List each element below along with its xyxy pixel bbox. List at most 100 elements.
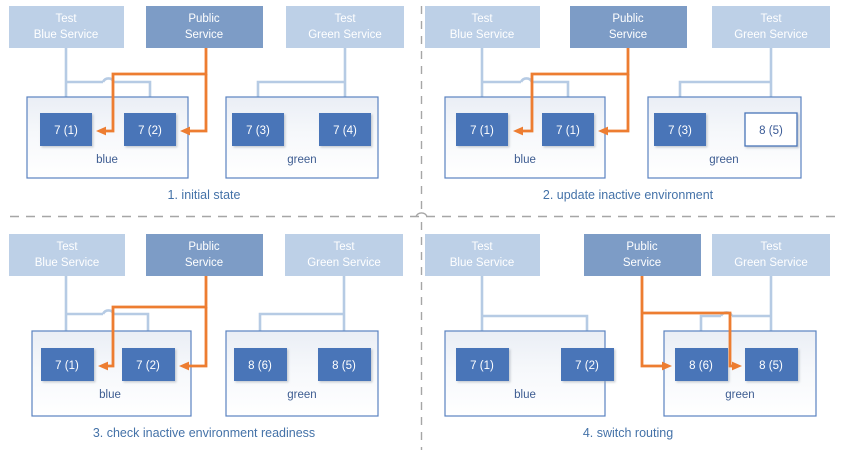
service-public-line1: Public — [188, 241, 220, 253]
node-green-2-label: 8 (5) — [332, 360, 356, 372]
service-test-blue-line1: Test — [56, 241, 78, 253]
panel-dividers — [10, 6, 838, 450]
service-test-green[interactable]: Test Green Service — [286, 6, 404, 48]
service-public-line2: Service — [623, 257, 661, 269]
environment-green-label: green — [287, 389, 316, 401]
public-routing-orange — [513, 48, 630, 136]
node-blue-2[interactable]: 7 (2) — [561, 348, 614, 381]
service-test-blue-line2: Blue Service — [450, 257, 515, 269]
node-blue-1[interactable]: 7 (1) — [456, 113, 508, 146]
service-public[interactable]: Public Service — [570, 6, 687, 48]
node-green-1[interactable]: 7 (3) — [232, 113, 284, 146]
node-blue-2-label: 7 (1) — [556, 125, 580, 137]
arrow-testgreen-to-node3 — [256, 312, 344, 343]
panel-1-caption: 1. initial state — [168, 188, 241, 202]
service-public-line1: Public — [188, 13, 220, 25]
test-blue-arrows — [478, 276, 591, 343]
orange-route-to-node1 — [98, 276, 208, 371]
node-blue-1-label: 7 (1) — [470, 360, 494, 372]
node-blue-1-label: 7 (1) — [470, 125, 494, 137]
node-blue-1-label: 7 (1) — [54, 125, 78, 137]
node-green-2[interactable]: 8 (5) — [744, 112, 798, 147]
node-blue-1[interactable]: 7 (1) — [41, 348, 94, 381]
node-green-2-label: 8 (5) — [759, 360, 783, 372]
service-public-line1: Public — [612, 13, 644, 25]
node-blue-2[interactable]: 7 (1) — [542, 113, 594, 146]
test-blue-arrows — [62, 276, 152, 343]
test-green-arrows — [697, 276, 775, 343]
service-test-green[interactable]: Test Green Service — [712, 6, 830, 48]
divider-crossover-hop — [415, 212, 428, 217]
service-test-green-line2: Green Service — [307, 257, 381, 269]
node-blue-1[interactable]: 7 (1) — [40, 113, 92, 146]
node-green-1-label: 7 (3) — [668, 125, 692, 137]
orange-route-to-node2 — [179, 307, 208, 371]
service-test-green[interactable]: Test Green Service — [285, 234, 403, 276]
service-public[interactable]: Public Service — [146, 6, 263, 48]
service-test-green[interactable]: Test Green Service — [712, 234, 830, 276]
service-test-blue-line1: Test — [55, 13, 77, 25]
panel-3: blue green 7 (1) 7 (2) 8 (6) 8 (5) — [9, 234, 403, 440]
node-green-2[interactable]: 7 (4) — [319, 113, 371, 146]
service-test-blue-line1: Test — [471, 241, 493, 253]
panel-3-caption: 3. check inactive environment readiness — [93, 426, 315, 440]
node-green-2[interactable]: 8 (5) — [745, 348, 798, 381]
panel-2: blue green 7 (1) 7 (1) 7 (3) 8 (5) — [425, 6, 830, 202]
service-test-blue-line1: Test — [471, 13, 493, 25]
test-green-arrows — [256, 276, 348, 343]
node-blue-1[interactable]: 7 (1) — [456, 348, 509, 381]
environment-blue-label: blue — [514, 389, 536, 401]
service-test-green-line1: Test — [760, 13, 782, 25]
environment-blue-label: blue — [514, 154, 536, 166]
node-green-1-label: 7 (3) — [246, 125, 270, 137]
node-blue-2-label: 7 (2) — [575, 360, 599, 372]
service-test-green-line2: Green Service — [734, 29, 808, 41]
service-public[interactable]: Public Service — [146, 234, 263, 276]
arrow-testblue-to-node2-tail — [114, 312, 152, 343]
service-test-blue[interactable]: Test Blue Service — [425, 6, 540, 48]
orange-route-to-node1 — [96, 48, 208, 136]
service-public-line2: Service — [609, 29, 647, 41]
node-blue-2[interactable]: 7 (2) — [124, 113, 176, 146]
service-public-line1: Public — [626, 241, 658, 253]
service-test-blue[interactable]: Test Blue Service — [9, 6, 124, 48]
service-test-blue-line2: Blue Service — [34, 29, 99, 41]
service-public[interactable]: Public Service — [584, 234, 701, 276]
node-green-1[interactable]: 8 (6) — [234, 348, 287, 381]
environment-green-label: green — [709, 154, 738, 166]
service-test-blue-line2: Blue Service — [450, 29, 515, 41]
node-blue-1-label: 7 (1) — [55, 360, 79, 372]
node-green-1[interactable]: 7 (3) — [654, 113, 706, 146]
environment-blue-label: blue — [96, 154, 118, 166]
service-test-green-line1: Test — [333, 241, 355, 253]
environment-blue-label: blue — [99, 389, 121, 401]
node-green-1[interactable]: 8 (6) — [675, 348, 728, 381]
public-routing-orange — [98, 276, 208, 371]
service-test-green-line2: Green Service — [734, 257, 808, 269]
orange-route-to-node2 — [180, 74, 208, 136]
node-green-1-label: 8 (6) — [248, 360, 272, 372]
service-test-green-line1: Test — [760, 241, 782, 253]
panel-4-caption: 4. switch routing — [583, 426, 673, 440]
node-green-2-label: 8 (5) — [759, 125, 783, 137]
orange-route-to-green-node1 — [640, 276, 672, 371]
arrow-testblue-hop — [519, 77, 534, 83]
public-routing-orange — [96, 48, 208, 136]
environment-green-label: green — [287, 154, 316, 166]
orange-route-to-green-node2 — [642, 311, 742, 371]
node-blue-2[interactable]: 7 (2) — [122, 348, 175, 381]
service-test-blue[interactable]: Test Blue Service — [425, 234, 540, 276]
node-green-2[interactable]: 8 (5) — [318, 348, 371, 381]
orange-route-to-node2 — [598, 74, 630, 136]
service-test-blue[interactable]: Test Blue Service — [9, 234, 125, 276]
node-green-1-label: 8 (6) — [689, 360, 713, 372]
service-public-line2: Service — [185, 29, 223, 41]
public-routing-orange — [640, 276, 742, 371]
panel-4: blue green 7 (1) 7 (2) 8 (6) 8 (5) — [425, 234, 830, 440]
node-green-2-label: 7 (4) — [333, 125, 357, 137]
node-blue-2-label: 7 (2) — [138, 125, 162, 137]
panel-2-caption: 2. update inactive environment — [543, 188, 714, 202]
node-blue-2-label: 7 (2) — [136, 360, 160, 372]
